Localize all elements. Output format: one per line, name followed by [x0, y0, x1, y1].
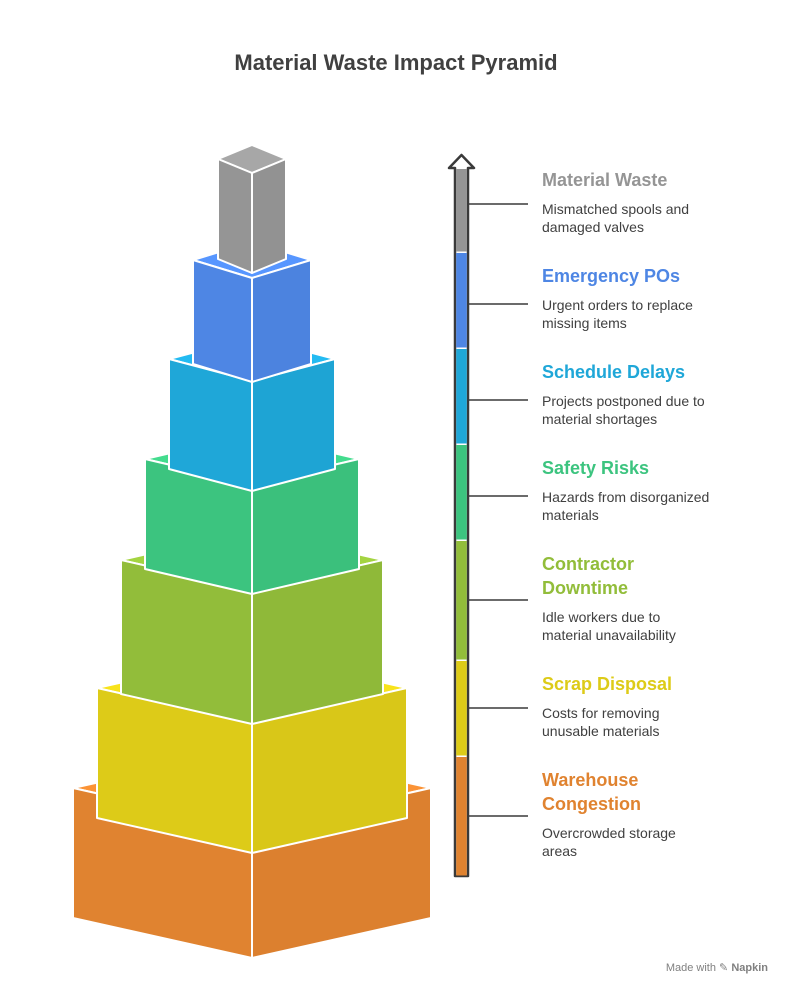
- pyramid-blocks: [72, 144, 432, 959]
- level-title: Warehouse Congestion: [542, 770, 641, 814]
- scale-segment-7: [456, 757, 467, 876]
- level-title: Material Waste: [542, 170, 668, 190]
- level-description: Mismatched spools and damaged valves: [542, 201, 690, 235]
- scale-segment-4: [456, 445, 467, 540]
- block-right-face: [251, 158, 287, 274]
- level-description: Hazards from disorganized materials: [542, 489, 710, 523]
- scale-segment-5: [456, 541, 467, 660]
- footer-brand: Napkin: [731, 962, 768, 974]
- level-description: Projects postponed due to material short…: [542, 393, 705, 427]
- block-right-face: [251, 358, 336, 492]
- pyramid-block-1: [217, 144, 287, 274]
- level-description: Costs for removing unusable materials: [542, 705, 660, 739]
- level-title: Safety Risks: [542, 458, 650, 478]
- scale-segment-6: [456, 661, 467, 756]
- scale-segment-1: [456, 169, 467, 252]
- diagram-title: Material Waste Impact Pyramid: [234, 50, 558, 75]
- level-description: Overcrowded storage areas: [542, 825, 676, 859]
- level-title: Contractor Downtime: [542, 554, 635, 598]
- pyramid-block-2: [192, 241, 312, 383]
- block-left-face: [192, 259, 253, 383]
- level-title: Schedule Delays: [542, 362, 686, 382]
- block-right-face: [251, 259, 312, 383]
- level-description: Urgent orders to replace missing items: [542, 297, 693, 331]
- scale-segment-3: [456, 349, 467, 444]
- level-title: Scrap Disposal: [542, 674, 673, 694]
- napkin-footer: Made with ✎ Napkin: [666, 961, 768, 974]
- level-title: Emergency POs: [542, 266, 681, 286]
- block-left-face: [217, 158, 253, 274]
- vertical-scale: [447, 153, 528, 878]
- level-description: Idle workers due to material unavailabil…: [542, 609, 676, 643]
- footer-prefix: Made with: [665, 962, 716, 974]
- napkin-logo-icon: ✎: [719, 962, 729, 974]
- scale-segment-2: [456, 253, 467, 348]
